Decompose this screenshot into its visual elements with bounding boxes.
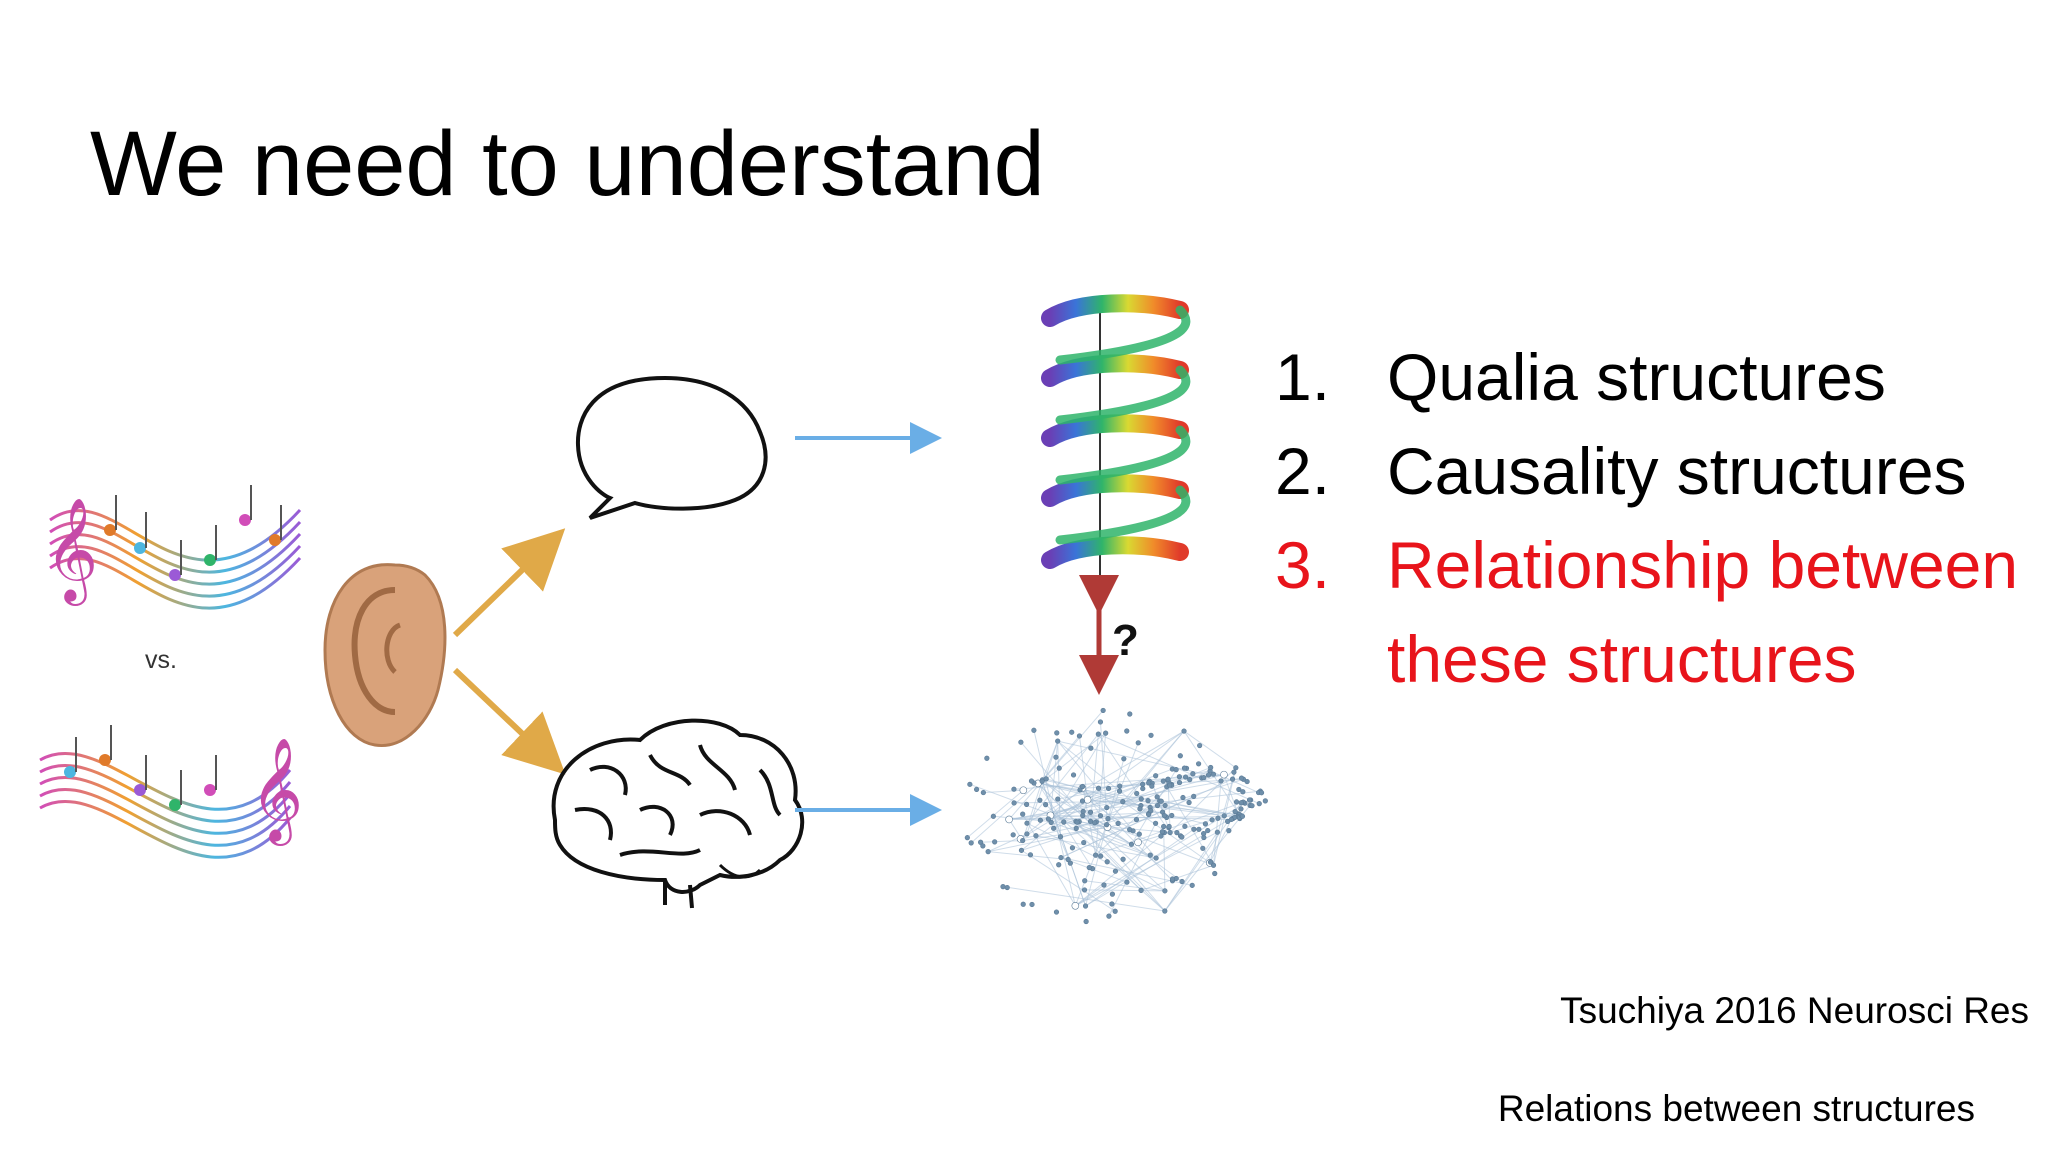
- network-icon: [964, 707, 1268, 925]
- structure-list: 1. Qualia structures 2. Causality struct…: [1275, 330, 2035, 706]
- helix-icon: [1041, 294, 1191, 585]
- ear-to-brain-arrow: [452, 667, 566, 775]
- citation: Tsuchiya 2016 Neurosci Res: [1560, 990, 2029, 1031]
- ear-icon: [323, 563, 447, 748]
- list-item-relationship: 3. Relationship between these structures: [1275, 528, 2019, 696]
- caption: Relations between structures: [1497, 1088, 1975, 1129]
- list-item-qualia: 1. Qualia structures: [1275, 340, 1886, 414]
- slide-title: We need to understand: [90, 113, 1045, 215]
- brain-icon: [551, 718, 805, 909]
- svg-text:𝄞: 𝄞: [45, 497, 98, 606]
- vs-label: vs.: [145, 646, 177, 674]
- list-item-causality: 2. Causality structures: [1275, 434, 1967, 508]
- music-staff-icon: 𝄞: [39, 725, 303, 859]
- question-mark: ?: [1112, 616, 1139, 665]
- speech-bubble-icon: [575, 375, 768, 520]
- music-staff-icon: 𝄞: [45, 485, 302, 610]
- ear-to-bubble-arrow: [452, 528, 566, 638]
- svg-text:𝄞: 𝄞: [250, 737, 303, 846]
